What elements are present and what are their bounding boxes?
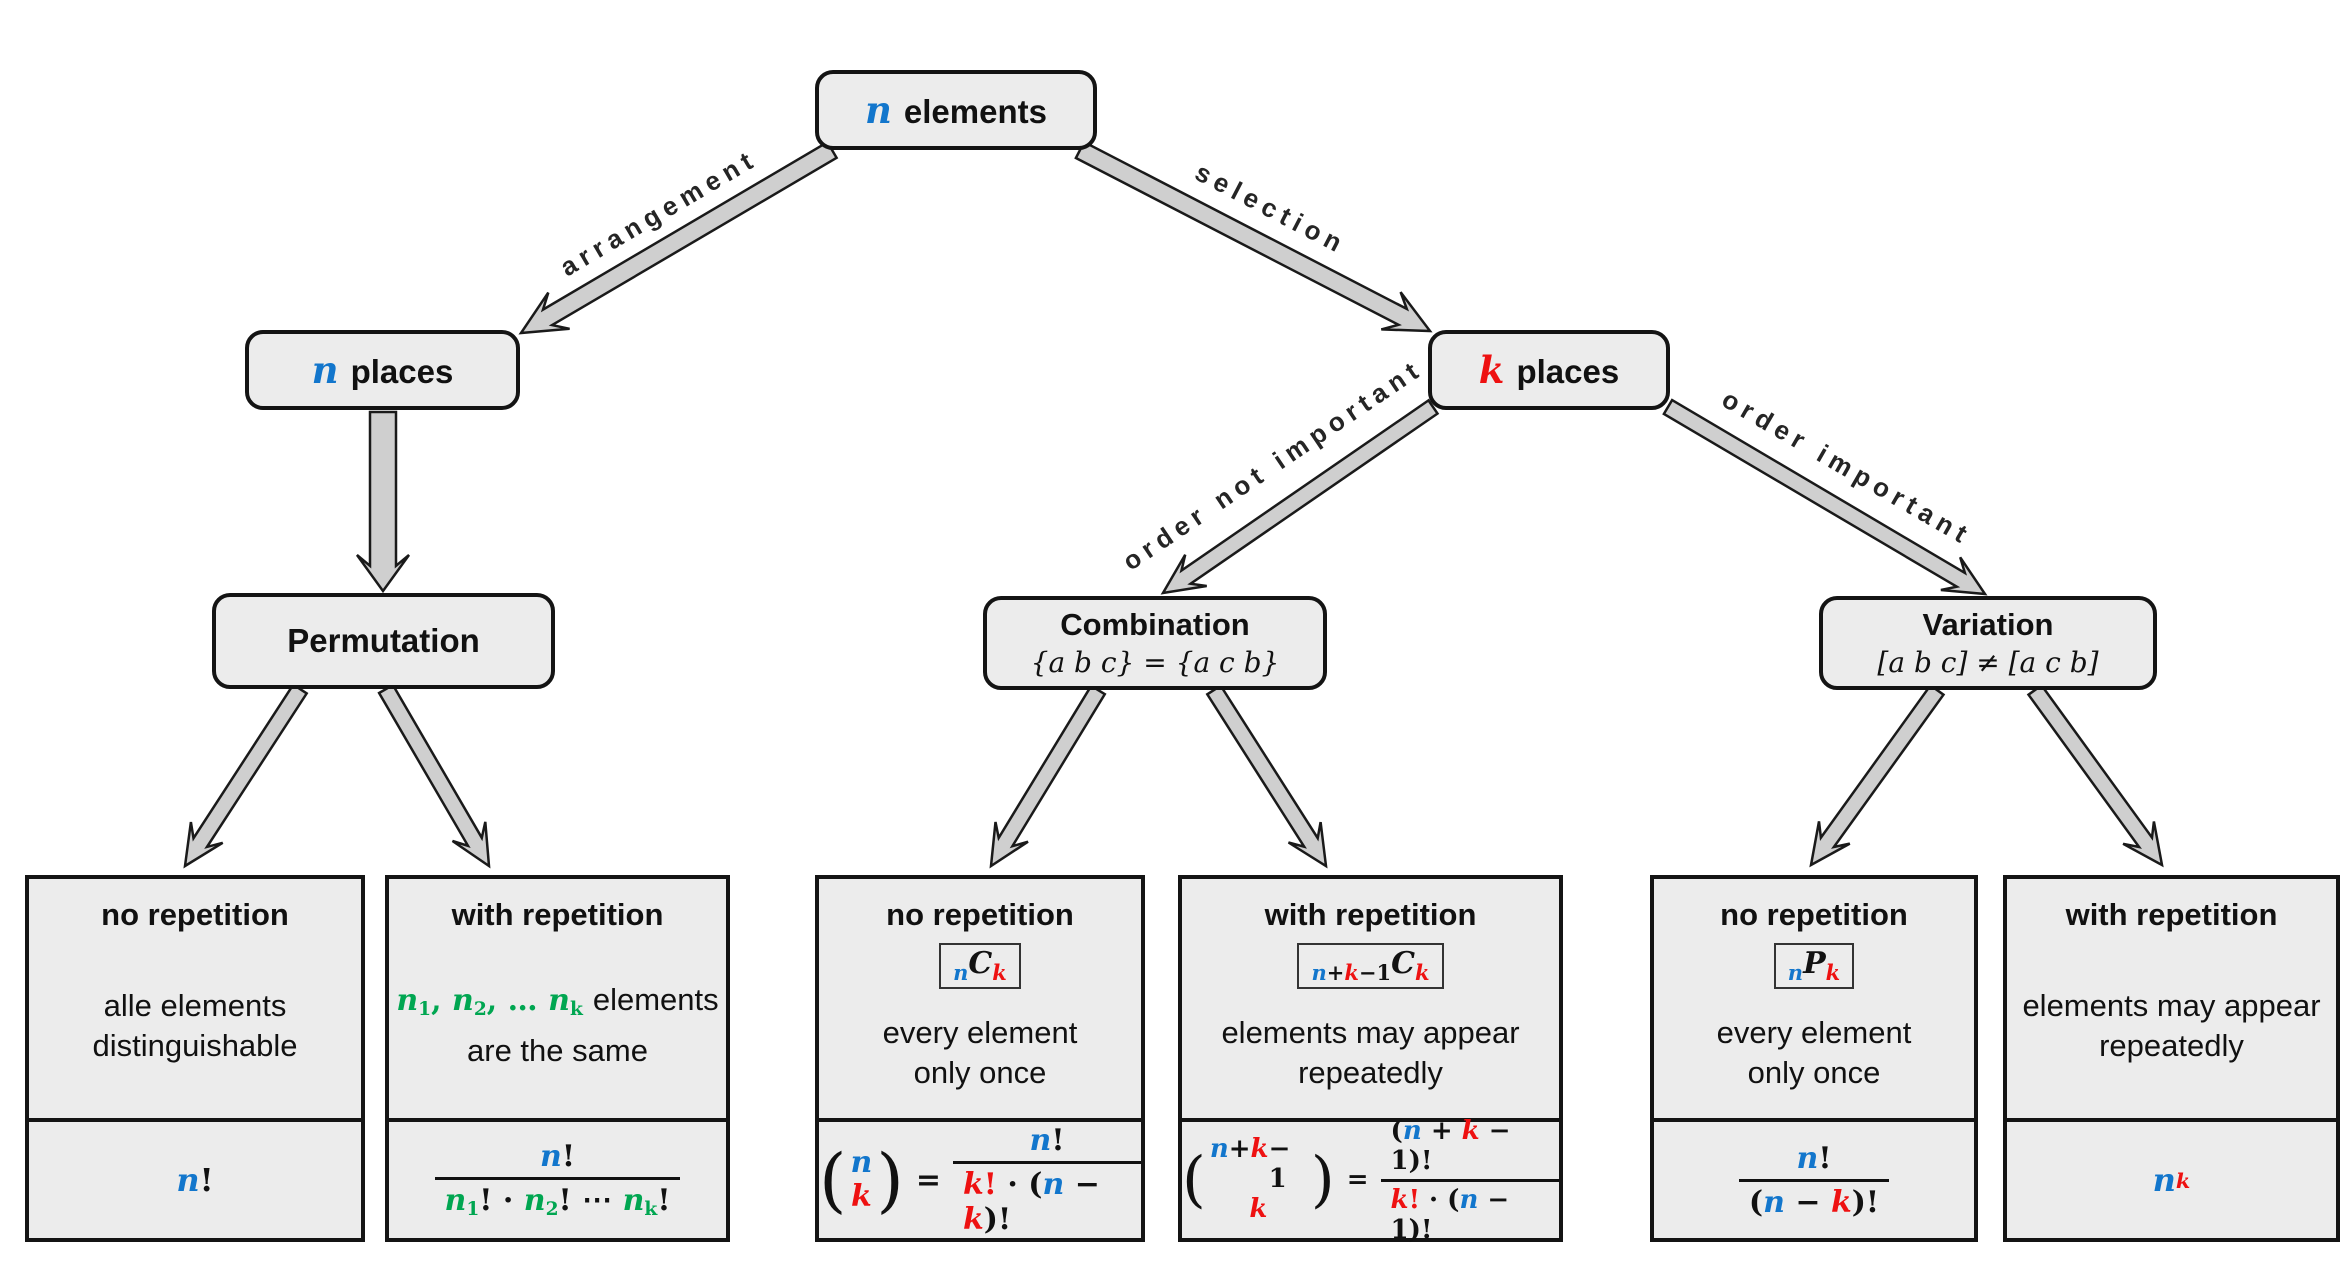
leaf-title: with repetition [451,897,664,932]
formula-falling-factorial: n! (n − k)! [1654,1118,1974,1238]
node-n-places-label: places [350,353,454,390]
leaf-permutation-with-repetition: with repetition n1, n2, … nk elements ar… [385,875,730,1242]
var-n: n [865,88,892,132]
combination-title: Combination [1060,607,1250,643]
variation-title: Variation [1922,607,2054,643]
arrow-combination-to-no-repetition [989,684,1107,869]
leaf-variation-no-repetition: no repetition nPk every element only onc… [1650,875,1978,1242]
leaf-title: no repetition [886,897,1074,932]
badge-nCk: nCk [939,943,1021,989]
green-math-run: n1, n2, … nk [396,983,583,1021]
node-n-places: n places [245,330,520,410]
arrow-order-not-important [1160,398,1440,595]
permutation-title: Permutation [287,622,480,659]
leaf-combination-with-repetition: with repetition n+k−1Ck elements may app… [1178,875,1563,1245]
arrow-selection [1074,140,1433,333]
leaf-description: elements may appear repeatedly [1221,1015,1520,1091]
combination-example: {a b c} = {a c b} [1030,645,1280,679]
leaf-title: no repetition [101,897,289,932]
leaf-title: no repetition [1720,897,1908,932]
arrow-order-important [1662,398,1988,596]
node-permutation: Permutation [212,593,555,689]
arrow-variation-to-no-repetition [1809,683,1946,868]
node-k-places-label: places [1516,353,1620,390]
formula-n-factorial: n! [29,1118,361,1238]
leaf-permutation-no-repetition: no repetition alle elements distinguisha… [25,875,365,1242]
var-k: k [1478,348,1505,392]
leaf-variation-with-repetition: with repetition elements may appear repe… [2003,875,2340,1242]
leaf-title: with repetition [2065,897,2278,932]
leaf-description: every element only once [882,1015,1078,1091]
node-variation: Variation [a b c] ≠ [a c b] [1819,596,2157,690]
variation-example: [a b c] ≠ [a c b] [1877,645,2099,679]
arrow-permutation-to-no-repetition [183,682,309,869]
leaf-description: elements may appear repeatedly [2022,987,2321,1063]
badge-n-plus-k-minus-1-C-k: n+k−1Ck [1297,943,1444,989]
arrow-permutation-to-with-repetition [377,683,491,869]
node-n-elements: n elements [815,70,1097,150]
arrow-combination-to-with-repetition [1205,683,1328,869]
leaf-description: alle elements distinguishable [92,987,298,1063]
node-k-places: k places [1428,330,1670,410]
var-n: n [311,348,339,392]
arrow-n-places-to-permutation [355,410,411,594]
formula-multiset-coefficient: ( n + k − 1 k ) = (n + k − 1)! k! · (n −… [1182,1116,1559,1245]
leaf-combination-no-repetition: no repetition nCk every element only onc… [815,875,1145,1242]
leaf-description: n1, n2, … nk elements are the same [396,982,719,1068]
leaf-title: with repetition [1264,897,1477,932]
node-n-elements-label: elements [903,93,1047,130]
node-combination: Combination {a b c} = {a c b} [983,596,1327,690]
badge-nPk: nPk [1773,943,1855,989]
formula-multinomial: n! n1! · n2! ⋯ nk! [389,1118,726,1238]
arrow-variation-to-with-repetition [2026,683,2164,868]
arrow-arrangement [518,140,839,335]
leaf-description: every element only once [1716,1015,1912,1091]
